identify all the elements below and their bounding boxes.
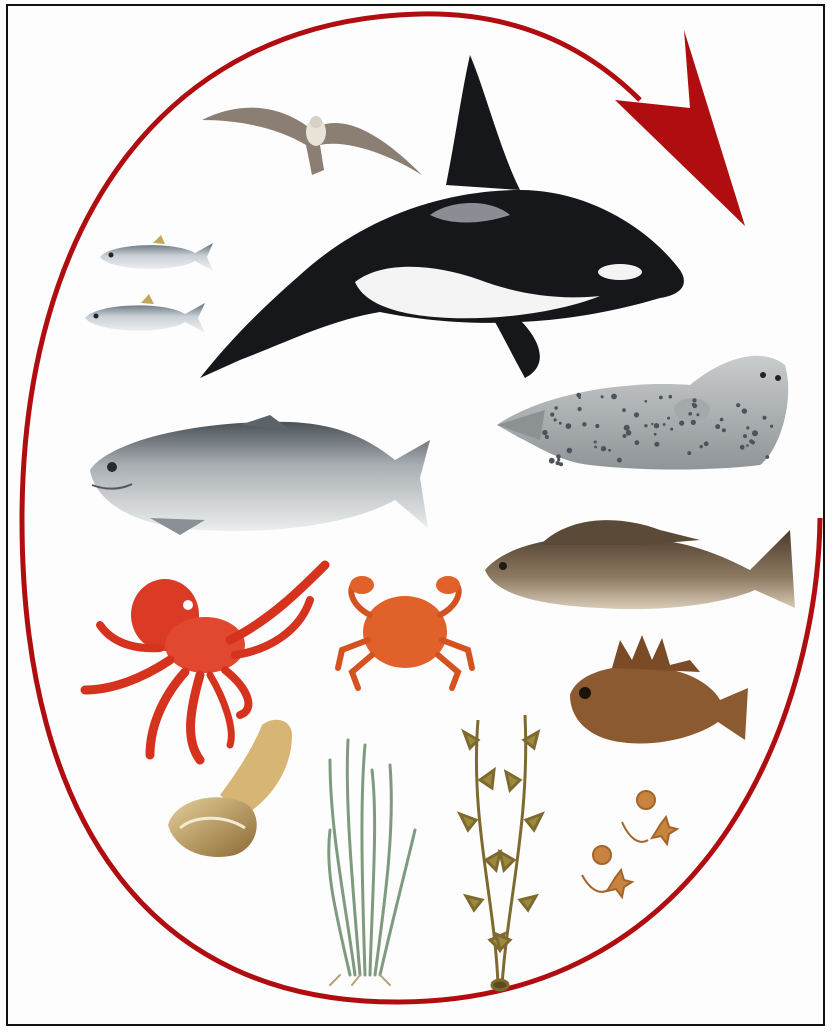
- seal-spot: [740, 445, 745, 450]
- seal-spot: [545, 435, 549, 439]
- seal-spot: [542, 430, 547, 435]
- seal-spot: [715, 424, 720, 429]
- seal-spot: [670, 428, 673, 431]
- seal-spot: [765, 455, 769, 459]
- orca-icon: [200, 55, 684, 378]
- seal-spot: [752, 430, 758, 436]
- seal-spot: [567, 448, 573, 454]
- zooplankton-icon: [582, 791, 677, 897]
- seal-spot: [743, 434, 747, 438]
- seal-spot: [679, 421, 684, 426]
- seal-icon: [497, 356, 788, 470]
- seal-spot: [594, 441, 597, 444]
- seal-spot: [601, 446, 606, 451]
- seal-spot: [669, 395, 673, 399]
- seal-spot: [704, 441, 709, 446]
- seal-spot: [663, 423, 666, 426]
- kelp-icon: [460, 715, 542, 990]
- seabird-icon: [202, 108, 422, 175]
- arrowhead-icon: [615, 30, 745, 226]
- seal-spot: [601, 395, 604, 398]
- seal-spot: [746, 444, 749, 447]
- seal-spot: [549, 458, 555, 464]
- seal-spot: [696, 413, 699, 416]
- seal-spot: [688, 412, 692, 416]
- seal-spot: [691, 420, 696, 425]
- seal-spot: [550, 413, 554, 417]
- seal-spot: [667, 417, 670, 420]
- seal-spot: [700, 445, 703, 448]
- salmon-icon: [90, 415, 430, 535]
- seal-spot: [751, 441, 755, 445]
- seal-spot: [644, 424, 647, 427]
- seal-spot: [635, 440, 640, 445]
- seal-spot: [566, 423, 572, 429]
- seal-spot: [623, 434, 627, 438]
- seal-spot: [554, 406, 557, 409]
- seal-spot: [559, 422, 562, 425]
- seal-spot: [554, 418, 557, 421]
- seal-spot: [624, 425, 630, 431]
- lingcod-icon: [485, 520, 795, 609]
- seal-spot: [576, 393, 581, 398]
- seal-spot: [722, 428, 726, 432]
- crab-icon: [338, 576, 472, 688]
- seal-spot: [692, 403, 697, 408]
- seal-spot: [622, 408, 626, 412]
- herring-icon: [100, 235, 213, 271]
- seal-spot: [654, 423, 659, 428]
- seal-spot: [746, 426, 749, 429]
- seal-spot: [578, 407, 582, 411]
- seal-spot: [626, 430, 632, 436]
- seal-spot: [557, 455, 560, 458]
- seal-spot: [692, 398, 696, 402]
- eelgrass-icon: [329, 740, 415, 985]
- seal-spot: [611, 394, 617, 400]
- seal-spot: [659, 396, 663, 400]
- seal-spot: [582, 422, 586, 426]
- seal-spot: [634, 412, 639, 417]
- seal-spot: [687, 451, 691, 455]
- seal-spot: [651, 423, 653, 425]
- seal-spot: [742, 408, 747, 413]
- seal-spot: [720, 418, 724, 422]
- herring-icon: [85, 294, 205, 333]
- seal-spot: [770, 425, 773, 428]
- seal-spot: [654, 433, 657, 436]
- seal-spot: [608, 449, 611, 452]
- seal-spot: [654, 442, 659, 447]
- seal-spot: [594, 446, 597, 449]
- rockfish-icon: [570, 635, 748, 744]
- seal-spot: [763, 416, 767, 420]
- seal-spot: [736, 403, 740, 407]
- seal-spot: [595, 424, 599, 428]
- seal-spot: [556, 461, 560, 465]
- seal-spot: [645, 400, 648, 403]
- seal-spot: [617, 458, 622, 463]
